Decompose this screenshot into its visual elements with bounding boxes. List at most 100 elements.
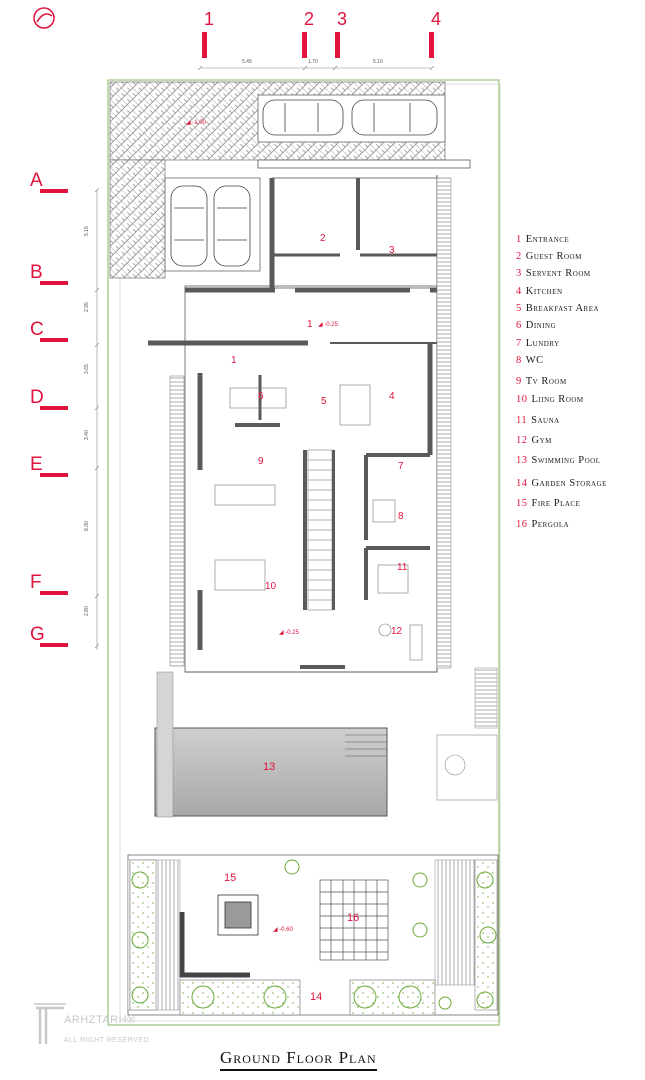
room-number-tag: 1: [231, 355, 237, 366]
horizontal-axis-label: B: [30, 262, 43, 283]
horizontal-axis-marker: [40, 643, 68, 647]
side-dimension-line: [94, 187, 100, 650]
vertical-axis-label: 3: [337, 9, 347, 29]
horizontal-axis-marker: [40, 281, 68, 285]
room-number-tag: 10: [265, 581, 277, 592]
legend-room-name: Fire Place: [531, 498, 581, 509]
pergola-grid: [319, 879, 389, 961]
plan-title: Ground Floor Plan: [220, 1048, 377, 1071]
horizontal-axis-label: F: [30, 572, 42, 593]
legend-room-name: Garden Storage: [531, 478, 607, 489]
horizontal-axis-marker: [40, 406, 68, 410]
room-number-tag: 7: [398, 461, 404, 472]
deck-strip-west: [169, 375, 185, 667]
horizontal-axis-label: D: [30, 387, 44, 408]
legend-number: 15: [516, 498, 528, 509]
horizontal-axis-marker: [40, 189, 68, 193]
room-number-tag: 14: [310, 991, 323, 1003]
top-dimension-value: 5.10: [373, 59, 383, 65]
vertical-axis-label: 2: [304, 9, 314, 29]
legend-number: 1: [516, 234, 522, 245]
side-dimension-value: 2.80: [84, 606, 90, 616]
room-number-tag: 12: [391, 626, 403, 637]
brand-logo-icon: [34, 1003, 66, 1044]
horizontal-axis-marker: [40, 338, 68, 342]
horizontal-axis-label: C: [30, 319, 44, 340]
vertical-axis-label: 1: [204, 9, 214, 29]
room-number-tag: 3: [389, 245, 395, 256]
side-dimension-value: 3.40: [84, 430, 90, 440]
deck-strip-east: [436, 177, 452, 669]
vertical-axis-label: 4: [431, 9, 441, 29]
legend-room-name: Tv Room: [525, 376, 567, 387]
room-number-tag: 5: [321, 396, 327, 407]
legend-number: 13: [516, 455, 528, 466]
legend-number: 10: [516, 394, 528, 405]
vertical-axis-marker: [335, 32, 340, 58]
side-dimension-value: 5.15: [84, 226, 90, 236]
legend-number: 2: [516, 251, 522, 262]
staircase: [307, 449, 333, 611]
legend-number: 7: [516, 338, 522, 349]
legend-room-name: Lundry: [525, 338, 560, 349]
room-number-tag: 4: [389, 391, 395, 402]
horizontal-axis-label: A: [30, 170, 43, 191]
legend-room-name: Pergola: [531, 519, 570, 530]
room-number-tag: 15: [224, 872, 237, 884]
legend-room-name: Sauna: [531, 415, 560, 426]
outdoor-table-icon: [444, 754, 466, 776]
top-logo-icon: [33, 7, 55, 29]
room-number-tag: 11: [397, 562, 408, 573]
legend-room-name: Breakfast Area: [525, 303, 600, 314]
legend-number: 12: [516, 435, 528, 446]
brand-name: ARHZTARH®: [64, 1014, 136, 1026]
top-dimension-line: [197, 65, 435, 71]
legend-room-name: Gym: [531, 435, 552, 446]
room-number-tag: 2: [320, 233, 326, 244]
legend-room-name: Liing Room: [531, 394, 584, 405]
legend-number: 9: [516, 376, 522, 387]
legend-room-name: Entrance: [525, 234, 570, 245]
horizontal-axis-label: G: [30, 624, 45, 645]
vertical-axis-marker: [429, 32, 434, 58]
legend-room-name: Kitchen: [525, 286, 563, 297]
room-number-tag: 16: [347, 912, 360, 924]
legend-room-name: Dining: [525, 320, 557, 331]
horizontal-axis-marker: [40, 591, 68, 595]
top-dimension-value: 5.45: [242, 59, 252, 65]
room-number-tag: 6: [258, 391, 264, 402]
car-icon: [170, 99, 438, 267]
vertical-axis-marker: [202, 32, 207, 58]
floor-level-marker: ◢ -1.00: [186, 120, 206, 126]
legend-number: 11: [516, 415, 528, 426]
side-dimension-value: 2.95: [84, 302, 90, 312]
legend-number: 3: [516, 268, 522, 279]
side-dimension-value: 8.30: [84, 521, 90, 531]
furniture: [214, 384, 423, 661]
vertical-axis-marker: [302, 32, 307, 58]
floor-level-marker: ◢ -0.25: [279, 630, 299, 636]
room-number-tag: 1: [307, 319, 313, 330]
legend-room-name: Guest Room: [525, 251, 582, 262]
fire-place-icon: [217, 894, 259, 936]
top-dimension-value: 1.70: [308, 59, 318, 65]
legend-number: 4: [516, 286, 522, 297]
swimming-pool: [154, 727, 388, 817]
room-number-tag: 8: [398, 511, 404, 522]
legend-room-name: Swimming Pool: [531, 455, 601, 466]
